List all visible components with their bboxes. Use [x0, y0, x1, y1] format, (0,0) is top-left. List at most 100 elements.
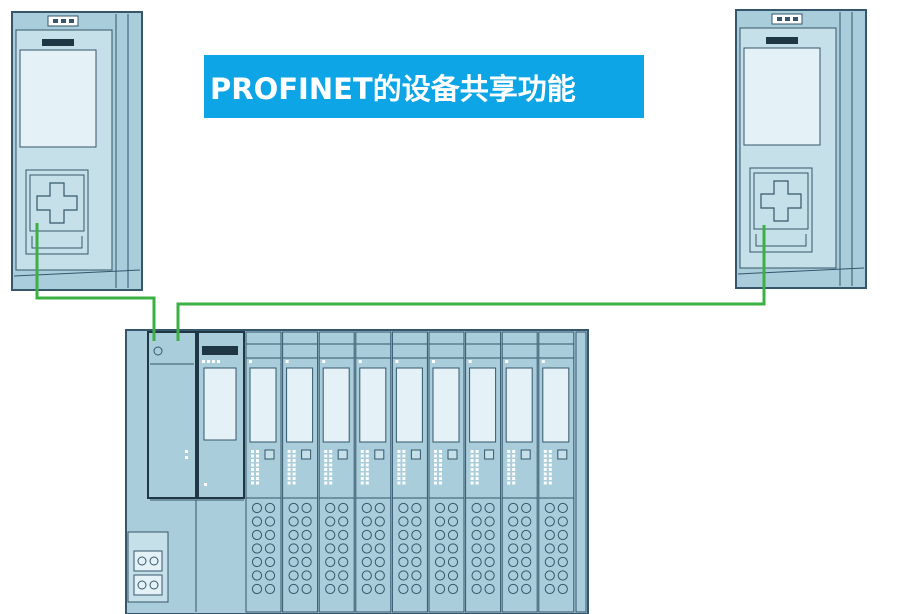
- io-channel-led: [329, 463, 333, 467]
- io-terminal: [557, 516, 568, 527]
- io-channel-led: [287, 481, 291, 485]
- io-channel-led: [329, 472, 333, 476]
- io-terminal: [288, 556, 299, 568]
- io-terminal: [447, 570, 459, 581]
- io-channel-led: [324, 468, 328, 471]
- io-led: [249, 360, 252, 363]
- io-channel-led: [548, 459, 552, 462]
- io-terminal: [411, 543, 422, 554]
- io-channel-led: [360, 450, 364, 453]
- io-channel-led: [360, 477, 364, 480]
- interface-port-indicator: [153, 346, 163, 356]
- io-channel-led: [434, 463, 437, 467]
- io-terminal: [434, 529, 446, 541]
- io-terminal: [544, 583, 555, 595]
- io-module-button: [484, 449, 495, 460]
- io-terminal: [301, 516, 312, 527]
- io-channel-led: [292, 477, 296, 480]
- io-channel-led: [543, 477, 547, 480]
- io-right-end: [575, 331, 587, 613]
- io-channel-led: [434, 481, 437, 485]
- io-terminal: [411, 529, 422, 541]
- io-terminal: [521, 556, 532, 568]
- io-terminal: [434, 516, 446, 527]
- io-module-button: [337, 449, 348, 460]
- io-channel-led: [434, 468, 437, 471]
- diagram-title: PROFINET的设备共享功能: [210, 71, 576, 106]
- io-channel-led: [287, 472, 291, 476]
- io-terminal: [338, 529, 349, 541]
- io-channel-led: [512, 459, 516, 462]
- io-channel-led: [292, 472, 296, 476]
- io-terminal: [471, 543, 482, 554]
- io-terminal: [325, 516, 336, 527]
- cpu-display: [19, 49, 97, 148]
- io-channel-led: [434, 459, 437, 462]
- io-module: [318, 331, 355, 613]
- io-terminal: [251, 543, 263, 554]
- io-channel-led: [365, 463, 369, 467]
- io-terminal: [301, 556, 312, 568]
- io-channel-led: [548, 477, 552, 480]
- io-terminal: [557, 543, 568, 554]
- io-terminal: [521, 570, 532, 581]
- io-channel-led: [543, 454, 547, 458]
- status-led: [793, 17, 798, 21]
- io-terminal: [338, 570, 349, 581]
- cpu-display: [743, 47, 821, 146]
- io-label-window: [542, 367, 570, 443]
- io-terminal: [398, 570, 409, 581]
- status-led: [785, 17, 790, 21]
- io-channel-led: [512, 481, 516, 485]
- io-channel-led: [324, 472, 328, 476]
- io-channel-led: [475, 459, 479, 462]
- io-terminal: [338, 583, 349, 595]
- keypad-cross-icon: [760, 180, 802, 222]
- io-channel-led: [360, 472, 364, 476]
- io-channel-led: [434, 450, 437, 453]
- io-channel-led: [402, 454, 406, 458]
- io-channel-led: [360, 468, 364, 471]
- io-led: [541, 360, 545, 363]
- io-label-window: [432, 367, 460, 443]
- io-channel-led: [475, 477, 479, 480]
- status-led: [777, 17, 782, 21]
- io-terminal: [557, 529, 568, 541]
- io-terminal: [264, 516, 276, 527]
- io-channel-led: [548, 481, 552, 485]
- io-terminal: [471, 516, 482, 527]
- title-banner: PROFINET的设备共享功能: [204, 55, 644, 118]
- cpu-base-edge: [737, 267, 865, 275]
- io-module-button: [447, 449, 458, 460]
- io-terminal: [447, 556, 459, 568]
- io-channel-led: [360, 454, 364, 458]
- interface-module: [147, 331, 197, 499]
- io-terminal: [447, 516, 459, 527]
- io-channel-led: [256, 454, 259, 458]
- head-display: [203, 367, 237, 441]
- io-channel-led: [507, 454, 511, 458]
- io-terminal: [557, 583, 568, 595]
- io-terminal: [484, 516, 495, 527]
- terminal-screw: [137, 580, 147, 590]
- io-channel-led: [512, 468, 516, 471]
- io-label-window: [286, 367, 314, 443]
- io-channel-led: [439, 477, 442, 480]
- io-terminal: [264, 583, 276, 595]
- io-terminal: [264, 556, 276, 568]
- io-channel-led: [543, 472, 547, 476]
- cpu-label-bar: [766, 37, 798, 44]
- io-terminal: [325, 570, 336, 581]
- io-module-button: [301, 449, 312, 460]
- io-channel-led: [512, 454, 516, 458]
- io-terminal: [398, 516, 409, 527]
- io-terminal: [411, 570, 422, 581]
- io-terminal: [251, 529, 263, 541]
- io-channel-led: [475, 454, 479, 458]
- io-channel-led: [543, 450, 547, 453]
- io-channel-led: [324, 477, 328, 480]
- io-channel-led: [256, 472, 259, 476]
- io-terminal: [338, 516, 349, 527]
- io-channel-led: [507, 481, 511, 485]
- io-channel-led: [365, 454, 369, 458]
